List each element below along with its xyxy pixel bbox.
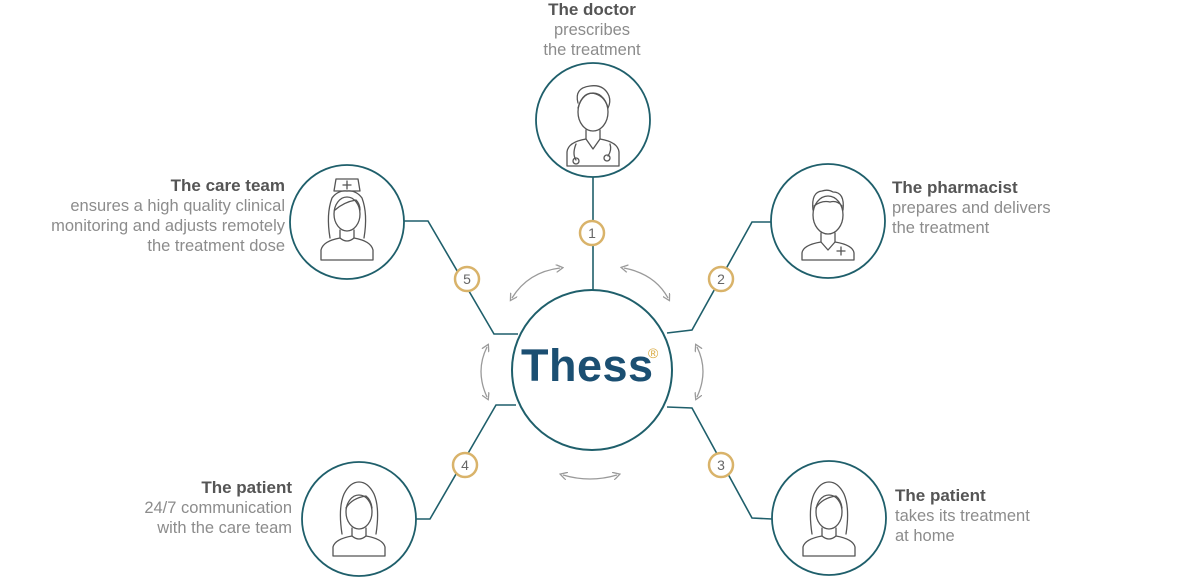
registered-mark: ®: [648, 345, 659, 361]
doctor-desc-line: the treatment: [543, 41, 641, 59]
svg-text:3: 3: [717, 457, 725, 473]
cycle-arrow-bottom: [563, 475, 617, 479]
patient-woman-icon: [332, 481, 386, 557]
cycle-arrow-top-left: [512, 268, 560, 298]
doctor-circle: [535, 62, 651, 178]
patient-home-label: The patient takes its treatment at home: [895, 486, 1155, 546]
care-team-desc-line: the treatment dose: [147, 237, 285, 255]
cycle-arrow-right: [697, 347, 704, 397]
step-badge-4: 4: [451, 451, 479, 479]
patient-communication-title: The patient: [201, 478, 292, 497]
patient-home-title: The patient: [895, 486, 986, 505]
care-team-desc-line: monitoring and adjusts remotely: [51, 217, 285, 235]
patient-woman-icon: [802, 481, 856, 557]
doctor-desc-line: prescribes: [553, 21, 631, 39]
cycle-arrow-top-right: [624, 268, 668, 298]
nurse-icon: [320, 178, 374, 261]
patient-communication-circle: [301, 461, 417, 577]
doctor-icon: [566, 85, 620, 167]
pharmacist-desc-line: the treatment: [892, 219, 990, 237]
thess-logo-text: Thess: [521, 340, 654, 391]
pharmacist-label: The pharmacist prepares and delivers the…: [892, 178, 1152, 238]
thess-center-circle: [511, 289, 673, 451]
svg-text:4: 4: [461, 457, 469, 473]
patient-home-desc-line: at home: [895, 527, 955, 545]
pharmacist-icon: [801, 189, 855, 261]
care-team-title: The care team: [170, 176, 285, 195]
care-team-label: The care team ensures a high quality cli…: [20, 176, 285, 256]
svg-text:1: 1: [588, 225, 596, 241]
svg-text:5: 5: [463, 271, 471, 287]
svg-text:2: 2: [717, 271, 725, 287]
step-badge-5: 5: [453, 265, 481, 293]
care-team-desc-line: ensures a high quality clinical: [70, 197, 285, 215]
step-badge-3: 3: [707, 451, 735, 479]
pharmacist-desc-line: prepares and delivers: [892, 199, 1051, 217]
step-badge-1: 1: [578, 219, 606, 247]
doctor-title: The doctor: [548, 0, 636, 19]
patient-home-desc-line: takes its treatment: [895, 507, 1030, 525]
pharmacist-circle: [770, 163, 886, 279]
pharmacist-title: The pharmacist: [892, 178, 1018, 197]
doctor-label: The doctor prescribes the treatment: [492, 0, 692, 60]
patient-communication-label: The patient 24/7 communication with the …: [40, 478, 292, 538]
step-badge-2: 2: [707, 265, 735, 293]
patient-home-circle: [771, 460, 887, 576]
patient-communication-desc-line: 24/7 communication: [144, 499, 292, 517]
cycle-arrow-left: [480, 347, 487, 397]
care-team-circle: [289, 164, 405, 280]
patient-communication-desc-line: with the care team: [157, 519, 292, 537]
